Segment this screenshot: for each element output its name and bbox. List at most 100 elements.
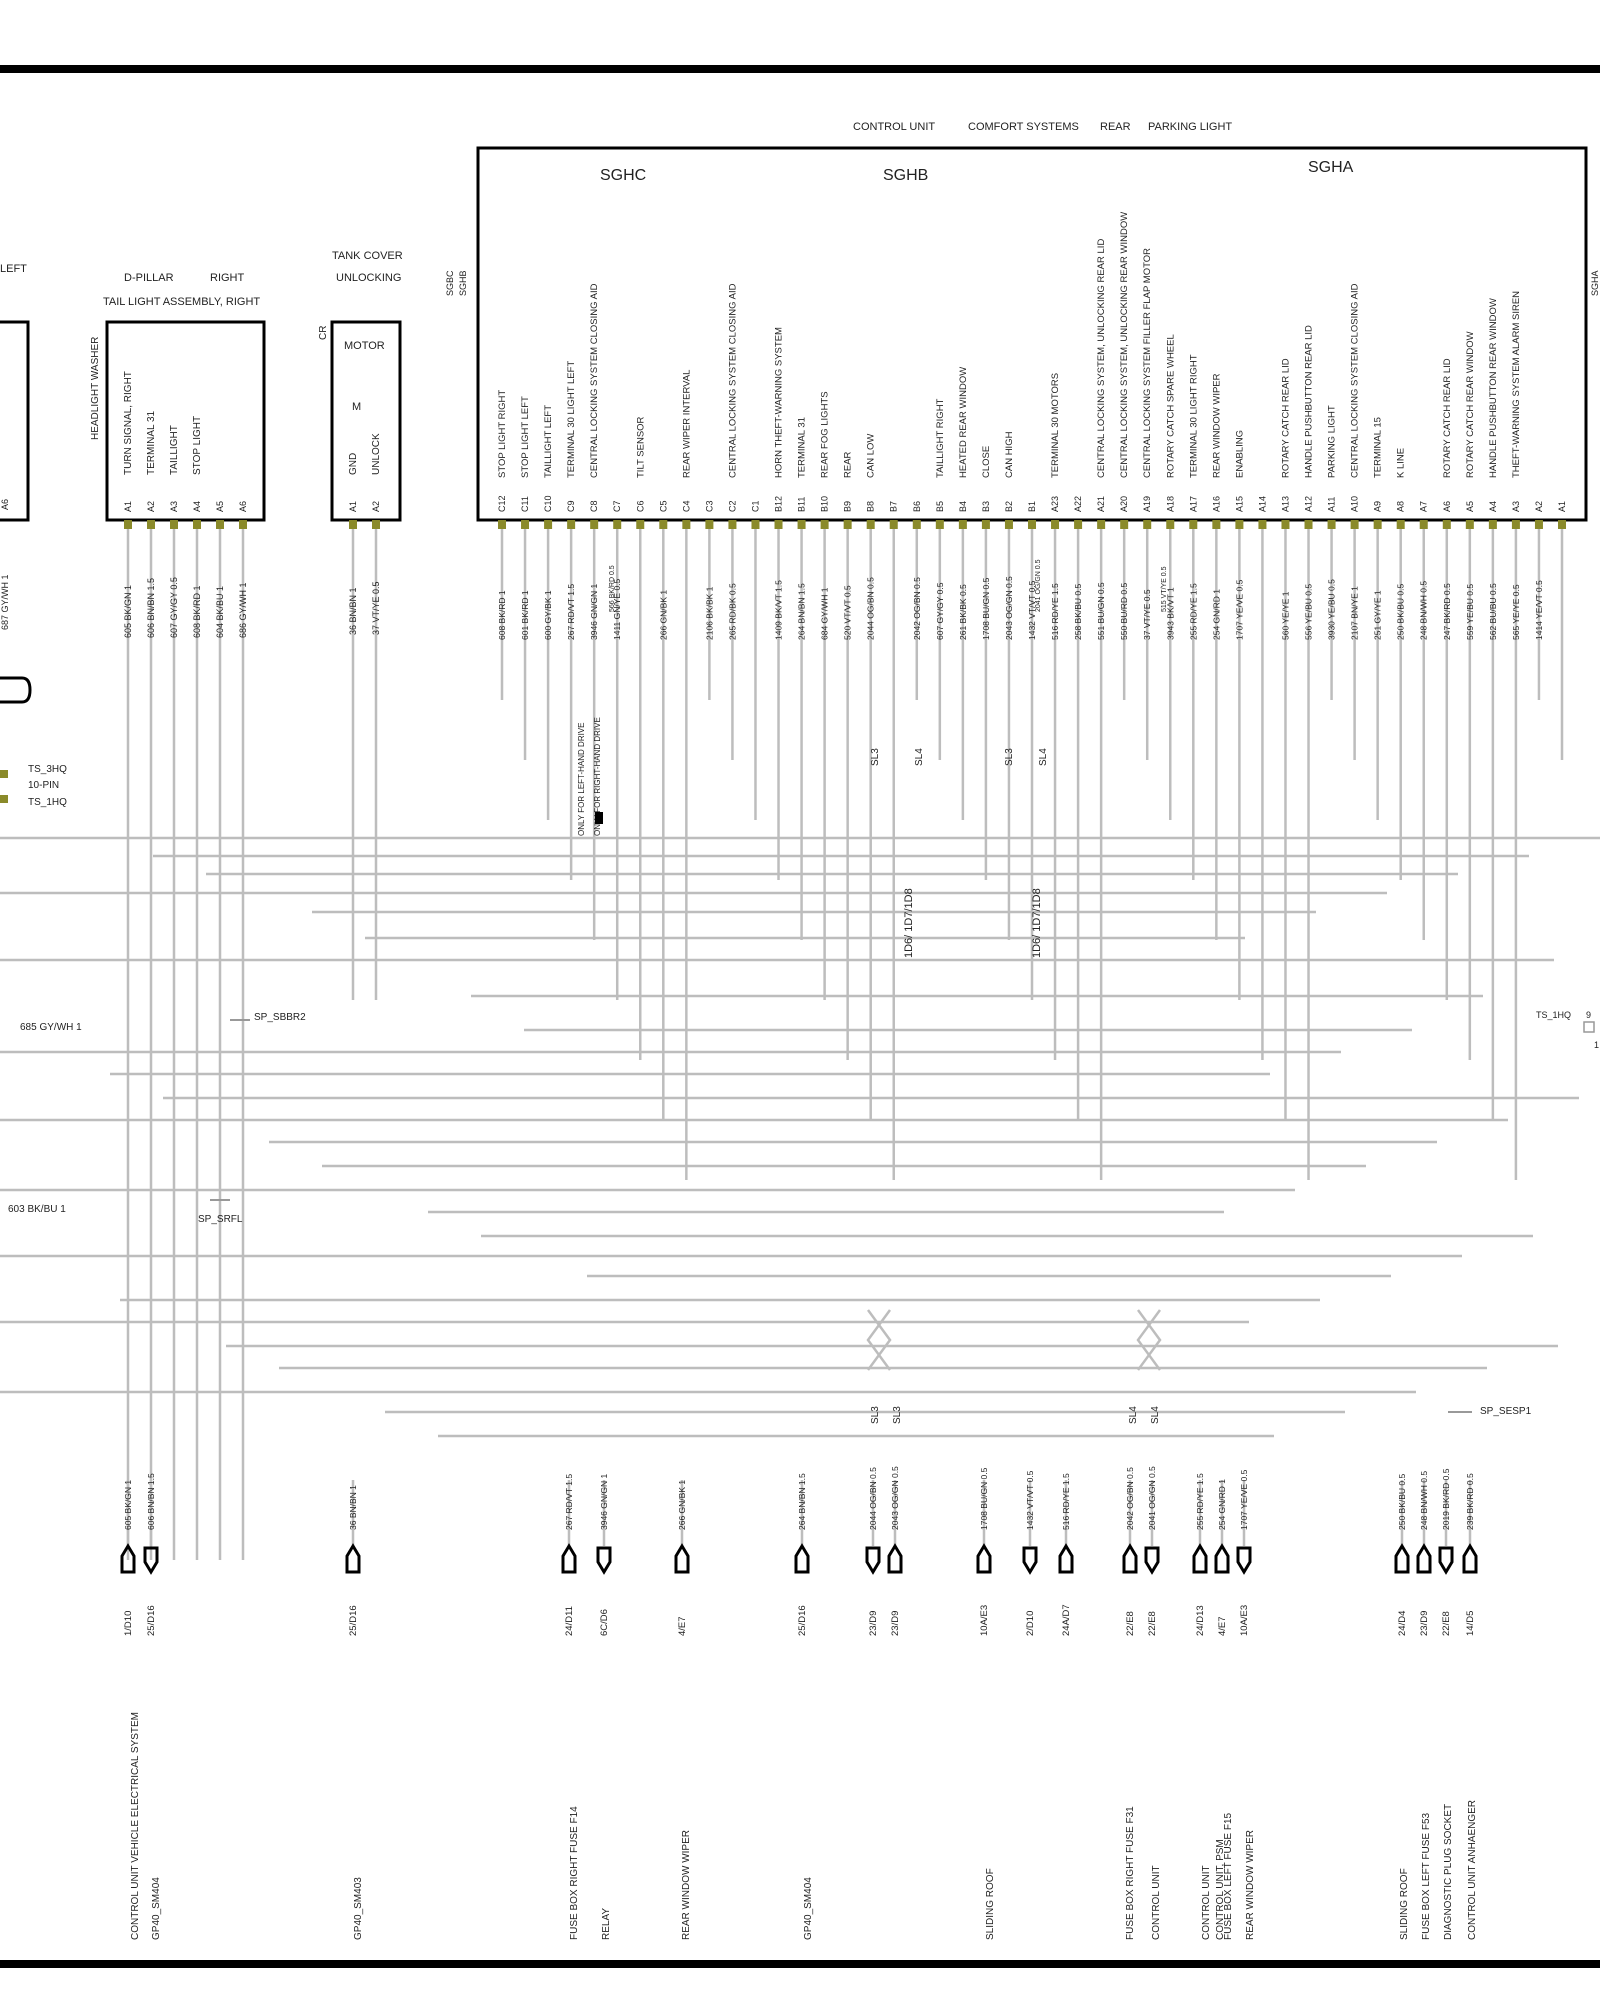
- sl3-label-low-2: SL3: [892, 1406, 903, 1424]
- ts-10pin-label: 10-PIN: [28, 780, 59, 791]
- bottom-destination-4: RELAY: [601, 1908, 612, 1940]
- bottom-destination-6: GP40_SM404: [803, 1877, 814, 1940]
- main-pin-3: C9: [566, 500, 576, 512]
- tank-cover-m-label: M: [352, 401, 361, 413]
- main-pin-8: C4: [681, 500, 691, 512]
- bottom-destination-5: REAR WINDOW WIPER: [681, 1830, 692, 1940]
- main-wire-3: 267 RD/VT 1.5: [566, 584, 576, 640]
- bottom-wire-14: 255 RD/YE 1.5: [1195, 1473, 1205, 1530]
- main-pin-4: C8: [589, 500, 599, 512]
- main-pin-37: A10: [1350, 496, 1360, 512]
- bottom-border-bar: [0, 1960, 1600, 1968]
- bottom-destination-8: FUSE BOX RIGHT FUSE F31: [1125, 1806, 1136, 1940]
- side-label-sgha: SGHA: [1590, 270, 1600, 296]
- main-pin-17: B7: [889, 501, 899, 512]
- main-wire-43: 562 BU/BU 0.5: [1488, 583, 1498, 640]
- bottom-wire-20: 239 BK/RD 0.5: [1465, 1473, 1475, 1530]
- main-function-1: STOP LIGHT LEFT: [520, 396, 531, 478]
- ts-1hq-label: TS_1HQ: [28, 797, 67, 808]
- tail-light-pin-2: A3: [169, 501, 179, 512]
- main-wire-40: 248 BN/WH 0.5: [1419, 581, 1429, 640]
- main-wire-2: 600 GY/BK 1: [543, 590, 553, 640]
- main-wire-27: 550 BU/RD 0.5: [1119, 583, 1129, 640]
- main-function-31: REAR WINDOW WIPER: [1211, 373, 1222, 478]
- header-control-unit: CONTROL UNIT: [853, 121, 935, 133]
- main-function-10: CENTRAL LOCKING SYSTEM CLOSING AID: [727, 283, 738, 478]
- main-pin-40: A7: [1419, 501, 1429, 512]
- bottom-wire-3: 267 RD/VT 1.5: [564, 1474, 574, 1530]
- main-wire-30: 255 RD/YE 1.5: [1188, 583, 1198, 640]
- bottom-destination-10: CONTROL UNIT: [1201, 1865, 1212, 1940]
- pin-terminal: [1166, 520, 1175, 529]
- main-pin-36: A11: [1327, 497, 1337, 512]
- pin-terminal: [797, 520, 806, 529]
- main-wire-37: 2107 BN/YE 1: [1350, 586, 1360, 640]
- pin-terminal: [372, 520, 380, 529]
- tank-cover-box: [330, 320, 402, 522]
- pin-terminal: [889, 520, 898, 529]
- pin-terminal: [1281, 520, 1290, 529]
- connector-symbol: [865, 1546, 881, 1575]
- main-pin-43: A4: [1488, 501, 1498, 512]
- tail-light-pin-1: A2: [146, 501, 156, 512]
- pin-terminal: [912, 520, 921, 529]
- wire-crossing: [866, 1309, 892, 1371]
- tail-light-title-a: D-PILLAR: [124, 272, 174, 284]
- main-pin-28: A19: [1142, 496, 1152, 512]
- tail-light-pin-5: A6: [238, 501, 248, 512]
- main-pin-22: B2: [1004, 501, 1014, 512]
- pin-terminal: [147, 520, 155, 529]
- main-function-42: ROTARY CATCH REAR WINDOW: [1465, 331, 1476, 478]
- bottom-code-18: 23/D9: [1419, 1611, 1430, 1636]
- bottom-code-19: 22/E8: [1441, 1611, 1452, 1636]
- bottom-wire-7: 2044 OG/BN 0.5: [868, 1467, 878, 1530]
- bottom-wire-0: 605 BK/GN 1: [123, 1480, 133, 1530]
- pin-terminal: [659, 520, 668, 529]
- section-sgha: SGHA: [1308, 159, 1354, 176]
- main-function-12: HORN THEFT-WARNING SYSTEM: [774, 327, 785, 478]
- pin-terminal: [1511, 520, 1520, 529]
- bottom-destination-3: FUSE BOX RIGHT FUSE F14: [569, 1806, 580, 1940]
- pin-terminal: [682, 520, 691, 529]
- main-function-2: TAILLIGHT LEFT: [543, 405, 554, 478]
- ts-1hq-right-terminal: [1583, 1021, 1595, 1033]
- pin-terminal: [1189, 520, 1198, 529]
- bottom-wire-12: 2042 OG/BN 0.5: [1125, 1467, 1135, 1530]
- main-pin-38: A9: [1373, 501, 1383, 512]
- pin-terminal: [1258, 520, 1267, 529]
- main-wire-14: 684 GY/WH 1: [820, 587, 830, 640]
- bottom-destination-7: SLIDING ROOF: [985, 1868, 996, 1940]
- main-wire-31: 254 GN/RD 1: [1211, 589, 1221, 640]
- tail-light-wire-0: 605 BK/GN 1: [123, 585, 133, 638]
- tail-light-function-0: TURN SIGNAL, RIGHT: [123, 371, 134, 475]
- main-function-26: CENTRAL LOCKING SYSTEM, UNLOCKING REAR L…: [1096, 239, 1107, 478]
- main-wire-42: 559 YE/BU 0.5: [1465, 584, 1475, 640]
- bottom-code-13: 22/E8: [1147, 1611, 1158, 1636]
- bottom-destination-16: CONTROL UNIT ANHAENGER: [1467, 1800, 1478, 1940]
- main-wire-25: 258 BK/BU 0.5: [1073, 583, 1083, 640]
- connector-symbol: [1192, 1543, 1208, 1574]
- bottom-destination-15: DIAGNOSTIC PLUG SOCKET: [1443, 1804, 1454, 1940]
- sp-srfl-label: SP_SRFL: [198, 1214, 243, 1225]
- header-comfort-systems: COMFORT SYSTEMS: [968, 121, 1079, 133]
- connector-symbol: [1236, 1546, 1252, 1575]
- tank-cover-pin-0: A1: [348, 501, 358, 512]
- main-pin-5: C7: [612, 500, 622, 512]
- pin-terminal: [705, 520, 714, 529]
- tail-light-wire-1: 606 BN/BN 1.5: [146, 578, 156, 638]
- tail-light-pin-4: A5: [215, 501, 225, 512]
- tail-light-function-1: TERMINAL 31: [146, 410, 157, 475]
- pin-terminal: [1442, 520, 1451, 529]
- main-wire-29: 3943 BK/VT 1: [1165, 587, 1175, 640]
- bottom-code-5: 4/E7: [677, 1616, 688, 1636]
- bottom-code-2: 25/D16: [348, 1605, 359, 1636]
- bottom-destination-17: CONTROL UNIT, PSM: [1215, 1839, 1226, 1940]
- pin-terminal: [1465, 520, 1474, 529]
- header-rear: REAR: [1100, 121, 1131, 133]
- main-function-19: TAILLIGHT RIGHT: [935, 398, 946, 478]
- connector-symbol: [794, 1543, 810, 1574]
- main-wire-44: 565 YE/YE 0.5: [1511, 584, 1521, 640]
- pin-terminal: [590, 520, 599, 529]
- connector-symbol: [1058, 1543, 1074, 1574]
